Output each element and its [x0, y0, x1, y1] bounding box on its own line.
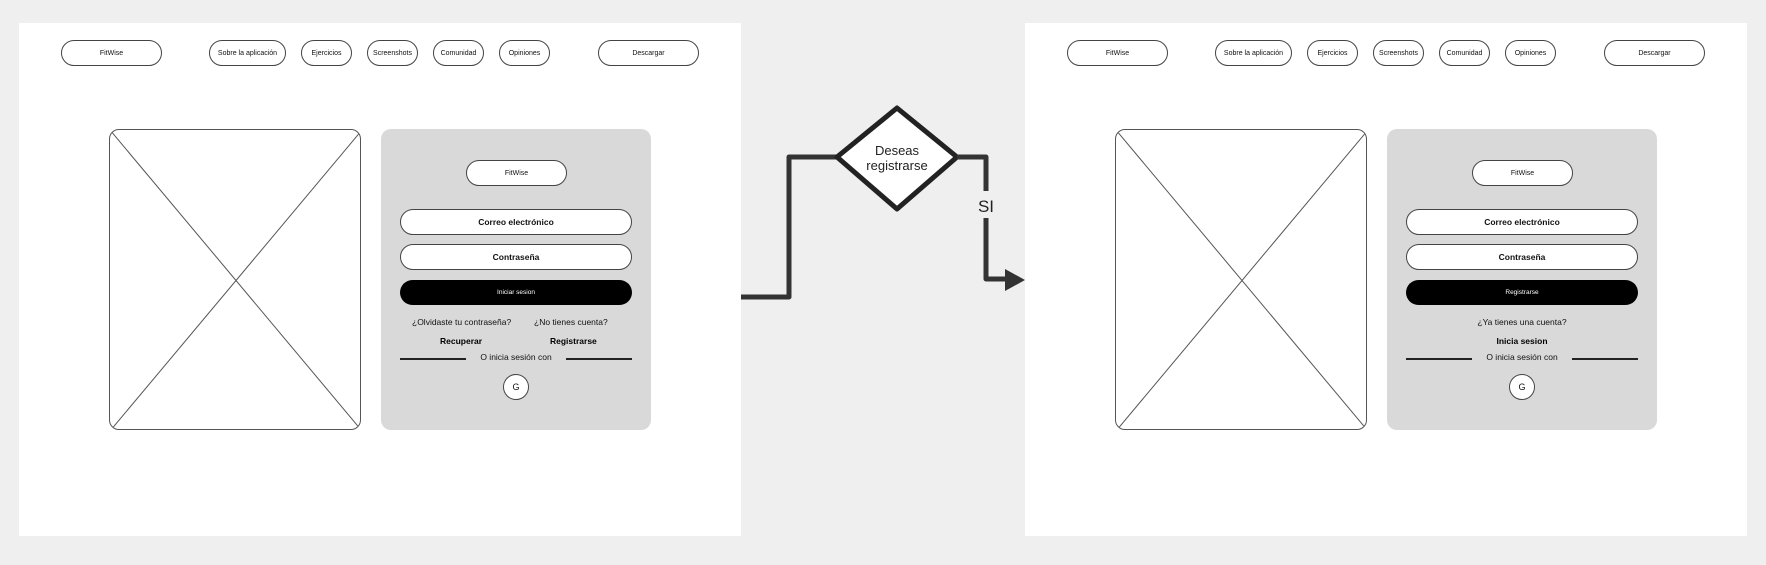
nav-item-reviews[interactable]: Opiniones: [499, 40, 550, 66]
image-placeholder-cross: [110, 130, 360, 429]
email-field[interactable]: Correo electrónico: [400, 209, 632, 235]
password-field[interactable]: Contraseña: [1406, 244, 1638, 270]
decision-text-line2: registrarse: [866, 158, 927, 173]
image-placeholder: [109, 129, 361, 430]
no-account-label: ¿No tienes cuenta?: [534, 317, 608, 327]
register-link[interactable]: Registrarse: [550, 336, 597, 346]
nav-item-about[interactable]: Sobre la aplicación: [209, 40, 286, 66]
decision-diamond: [834, 105, 960, 212]
nav-item-screenshots[interactable]: Screenshots: [367, 40, 418, 66]
nav-item-community[interactable]: Comunidad: [433, 40, 484, 66]
login-card: FitWise Correo electrónico Contraseña In…: [381, 129, 651, 430]
nav-logo-button[interactable]: FitWise: [61, 40, 162, 66]
login-screen-frame: FitWise Sobre la aplicación Ejercicios S…: [19, 23, 741, 536]
divider-line-left: [400, 358, 466, 360]
nav-item-screenshots[interactable]: Screenshots: [1373, 40, 1424, 66]
divider-line-right: [566, 358, 632, 360]
register-button[interactable]: Registrarse: [1406, 280, 1638, 305]
nav-item-about[interactable]: Sobre la aplicación: [1215, 40, 1292, 66]
nav-item-exercises[interactable]: Ejercicios: [1307, 40, 1358, 66]
nav-item-reviews[interactable]: Opiniones: [1505, 40, 1556, 66]
login-link[interactable]: Inicia sesion: [1496, 336, 1548, 346]
divider-line-left: [1406, 358, 1472, 360]
register-screen-frame: FitWise Sobre la aplicación Ejercicios S…: [1025, 23, 1747, 536]
yes-label: SI: [978, 197, 994, 216]
email-field[interactable]: Correo electrónico: [1406, 209, 1638, 235]
nav-download-button[interactable]: Descargar: [1604, 40, 1705, 66]
recover-link[interactable]: Recuperar: [440, 336, 483, 346]
flow-connector-in: [741, 154, 837, 300]
have-account-label: ¿Ya tienes una cuenta?: [1477, 317, 1567, 327]
decision-text-line1: Deseas: [875, 143, 920, 158]
image-placeholder: [1115, 129, 1367, 430]
card-logo: FitWise: [466, 160, 567, 186]
flow-connector-out-bottom: [983, 218, 1010, 282]
google-login-button[interactable]: G: [1509, 374, 1535, 400]
nav-item-community[interactable]: Comunidad: [1439, 40, 1490, 66]
nav-logo-button[interactable]: FitWise: [1067, 40, 1168, 66]
image-placeholder-cross: [1116, 130, 1366, 429]
divider-text: O inicia sesión con: [1486, 352, 1558, 362]
password-field[interactable]: Contraseña: [400, 244, 632, 270]
arrow-head-icon: [1005, 269, 1025, 291]
google-login-button[interactable]: G: [503, 374, 529, 400]
nav-download-button[interactable]: Descargar: [598, 40, 699, 66]
card-logo: FitWise: [1472, 160, 1573, 186]
register-card: FitWise Correo electrónico Contraseña Re…: [1387, 129, 1657, 430]
nav-item-exercises[interactable]: Ejercicios: [301, 40, 352, 66]
login-button[interactable]: Iniciar sesion: [400, 280, 632, 305]
forgot-password-label: ¿Olvidaste tu contraseña?: [412, 317, 512, 327]
flow-connector-out-top: [957, 154, 989, 191]
divider-line-right: [1572, 358, 1638, 360]
divider-text: O inicia sesión con: [480, 352, 552, 362]
